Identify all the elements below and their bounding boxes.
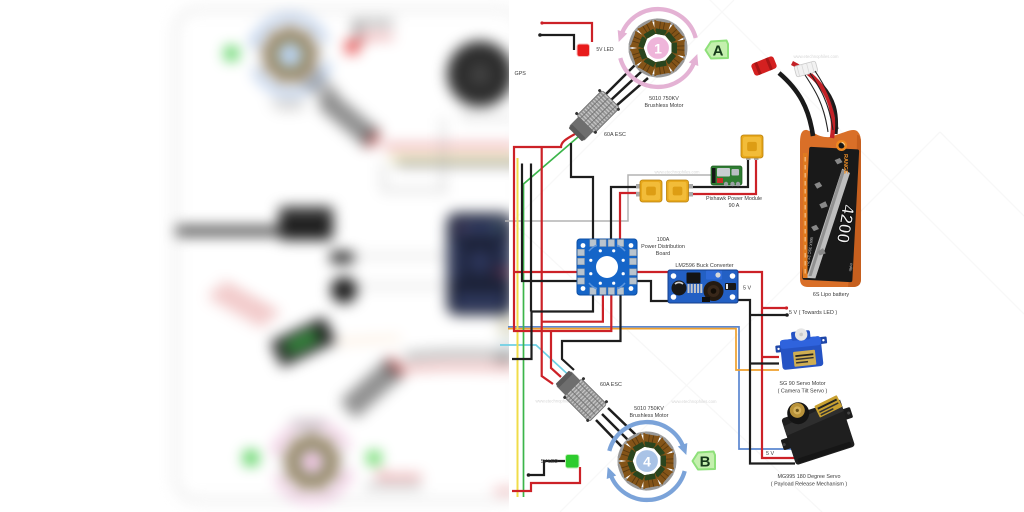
svg-text:RANGE: RANGE xyxy=(842,154,848,174)
svg-text:Pixhawk Power Module: Pixhawk Power Module xyxy=(706,196,762,202)
svg-text:Brushless Motor: Brushless Motor xyxy=(630,413,669,419)
svg-text:Board: Board xyxy=(656,251,670,257)
svg-text:B: B xyxy=(700,454,711,471)
svg-text:Brushless Motor: Brushless Motor xyxy=(645,103,684,109)
svg-text:LM2596 Buck Converter: LM2596 Buck Converter xyxy=(675,263,733,269)
svg-text:100A: 100A xyxy=(657,237,670,243)
svg-text:www.etechnophiles.com: www.etechnophiles.com xyxy=(794,54,839,59)
svg-text:A: A xyxy=(713,43,724,60)
svg-text:1: 1 xyxy=(654,41,662,57)
svg-text:( Payload Release Mechanism ): ( Payload Release Mechanism ) xyxy=(771,482,848,488)
svg-text:5 V ( Towards LED ): 5 V ( Towards LED ) xyxy=(789,310,837,316)
svg-text:4: 4 xyxy=(643,454,651,470)
svg-text:MG995 180 Degree Servo: MG995 180 Degree Servo xyxy=(778,474,841,480)
svg-text:www.etechnophiles.com: www.etechnophiles.com xyxy=(672,399,717,404)
svg-text:GPS: GPS xyxy=(515,71,527,77)
svg-text:5010 750KV: 5010 750KV xyxy=(634,406,664,412)
svg-text:60A ESC: 60A ESC xyxy=(604,132,626,138)
svg-text:60A ESC: 60A ESC xyxy=(600,382,622,388)
svg-text:SG 90 Servo Motor: SG 90 Servo Motor xyxy=(779,381,825,387)
svg-text:5V LED: 5V LED xyxy=(596,47,614,53)
svg-text:MAX 35C 22.2V: MAX 35C 22.2V xyxy=(805,237,814,266)
svg-text:www.etechnophiles.com: www.etechnophiles.com xyxy=(655,170,700,175)
svg-text:5V LED: 5V LED xyxy=(541,459,559,465)
svg-text:5010 750KV: 5010 750KV xyxy=(649,96,679,102)
svg-text:( Camera Tilt Servo ): ( Camera Tilt Servo ) xyxy=(778,389,828,395)
svg-text:5 V: 5 V xyxy=(766,451,774,457)
svg-text:Power Distribution: Power Distribution xyxy=(641,244,685,250)
svg-text:5 V: 5 V xyxy=(743,286,751,292)
svg-text:www.etechnophiles.com: www.etechnophiles.com xyxy=(536,399,581,404)
svg-text:mAh: mAh xyxy=(848,263,854,272)
svg-text:6S Lipo battery: 6S Lipo battery xyxy=(813,292,850,298)
svg-text:90 A: 90 A xyxy=(729,203,740,209)
